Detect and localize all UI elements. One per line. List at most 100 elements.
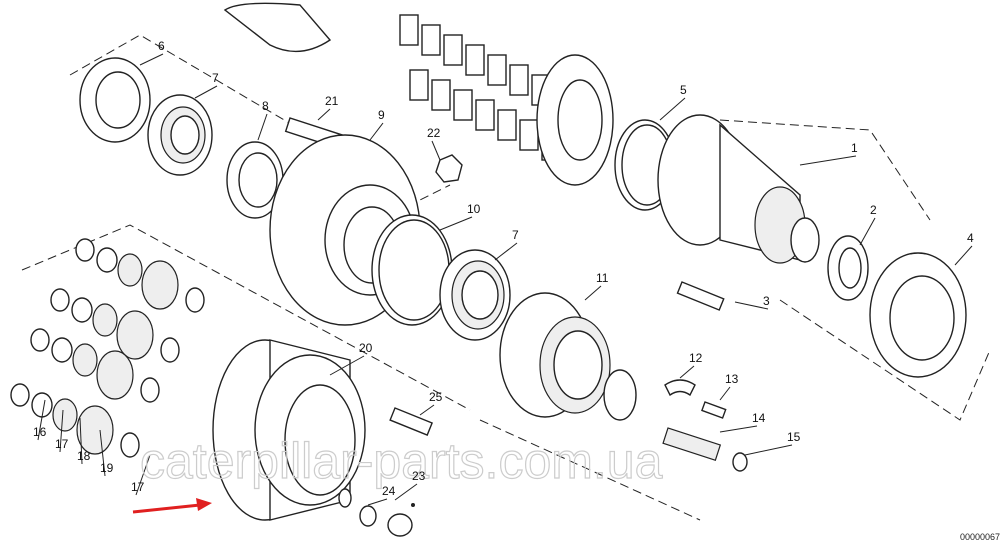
part-callout-25: 25 [429,390,443,404]
part-24-oring[interactable] [338,488,377,527]
leader-line [59,409,64,453]
leader-line [799,155,857,166]
part-callout-13: 13 [725,372,739,386]
leader-line [584,285,602,301]
part-25-bolt[interactable] [389,407,433,436]
leader-line [744,444,793,456]
thrust-washer[interactable] [140,377,160,403]
planet-gear[interactable] [116,310,154,360]
housing-fin [421,24,441,56]
washer[interactable] [31,392,53,418]
needle-bearing[interactable] [92,303,118,337]
leader-line [79,417,83,465]
washer[interactable] [71,297,93,323]
part-4-seal[interactable] [869,252,967,378]
drawing-code: 00000067 [960,532,1000,542]
part-callout-1: 1 [851,141,858,155]
red-arrow-icon [132,498,212,514]
thrust-washer[interactable] [30,328,50,352]
part-callout-23: 23 [412,469,426,483]
axle-housing [223,2,614,186]
thrust-washer[interactable] [120,432,140,458]
part-15-washer[interactable] [732,452,748,472]
leader-line [194,85,218,99]
housing-fin [487,54,507,86]
part-callout-7: 7 [512,228,519,242]
thrust-washer[interactable] [160,337,180,363]
part-callout-9: 9 [378,108,385,122]
part-callout-5: 5 [680,83,687,97]
part-callout-18: 18 [77,449,91,463]
part-callout-21: 21 [325,94,339,108]
planet-gear[interactable] [141,260,179,310]
needle-bearing[interactable] [52,398,78,432]
needle-bearing[interactable] [117,253,143,287]
part-10-ring[interactable] [371,214,453,326]
leader-line [494,242,518,261]
leader-line [431,140,441,161]
part-7-bearing[interactable] [147,94,213,176]
thrust-washer[interactable] [50,288,70,312]
leader-line [99,429,106,477]
housing-fin [409,69,429,101]
watermark: caterpillar-parts.com.ua [140,433,663,489]
part-20-carrier[interactable] [212,339,366,521]
part-callout-3: 3 [763,294,770,308]
part-callout-7: 7 [212,71,219,85]
planet-gear[interactable] [76,405,114,455]
leader-line [367,498,388,506]
part-6-seal[interactable] [79,57,151,143]
part-callout-12: 12 [689,351,703,365]
leader-line [859,217,876,246]
part-7-bearing-b[interactable] [439,249,511,341]
part-callout-4: 4 [967,231,974,245]
housing-fin [443,34,463,66]
leader-line [37,399,46,441]
part-callout-17: 17 [131,480,145,494]
part-12-nut[interactable] [603,369,696,421]
part-23-plug[interactable] [387,503,415,537]
leader-line [419,404,435,416]
part-2-locknut[interactable] [827,235,869,301]
part-callout-19: 19 [100,461,114,475]
planet-gear[interactable] [96,350,134,400]
thrust-washer[interactable] [10,383,30,407]
leader-line [719,386,731,401]
washer[interactable] [51,337,73,363]
needle-bearing[interactable] [72,343,98,377]
leader-line [317,108,331,121]
part-8-race[interactable] [226,141,284,219]
part-9-hub[interactable] [269,134,421,326]
housing-fin [475,99,495,131]
part-13-screw[interactable] [701,401,727,419]
part-14-shaft[interactable] [662,427,722,461]
part-callout-17: 17 [55,437,69,451]
leader-line [954,245,973,266]
part-3-bolt[interactable] [676,281,725,311]
part-11-ring-gear[interactable] [499,292,611,418]
leader-line [369,122,384,141]
washer[interactable] [96,247,118,273]
part-callout-10: 10 [467,202,481,216]
part-1-spindle[interactable] [657,114,820,264]
housing-fin [509,64,529,96]
housing-fin [465,44,485,76]
thrust-washer[interactable] [185,287,205,313]
part-callout-6: 6 [158,39,165,53]
part-callout-2: 2 [870,203,877,217]
part-callout-14: 14 [752,411,766,425]
leader-line [439,216,473,231]
planetary-gear-set[interactable] [10,238,205,458]
housing-fin [519,119,539,151]
leader-line [135,454,151,496]
part-22-nut[interactable] [435,154,463,183]
part-callout-20: 20 [359,341,373,355]
part-callout-8: 8 [262,99,269,113]
housing-fin [497,109,517,141]
thrust-washer[interactable] [75,238,95,262]
part-callout-15: 15 [787,430,801,444]
housing-fin [399,14,419,46]
leader-line [734,301,769,310]
